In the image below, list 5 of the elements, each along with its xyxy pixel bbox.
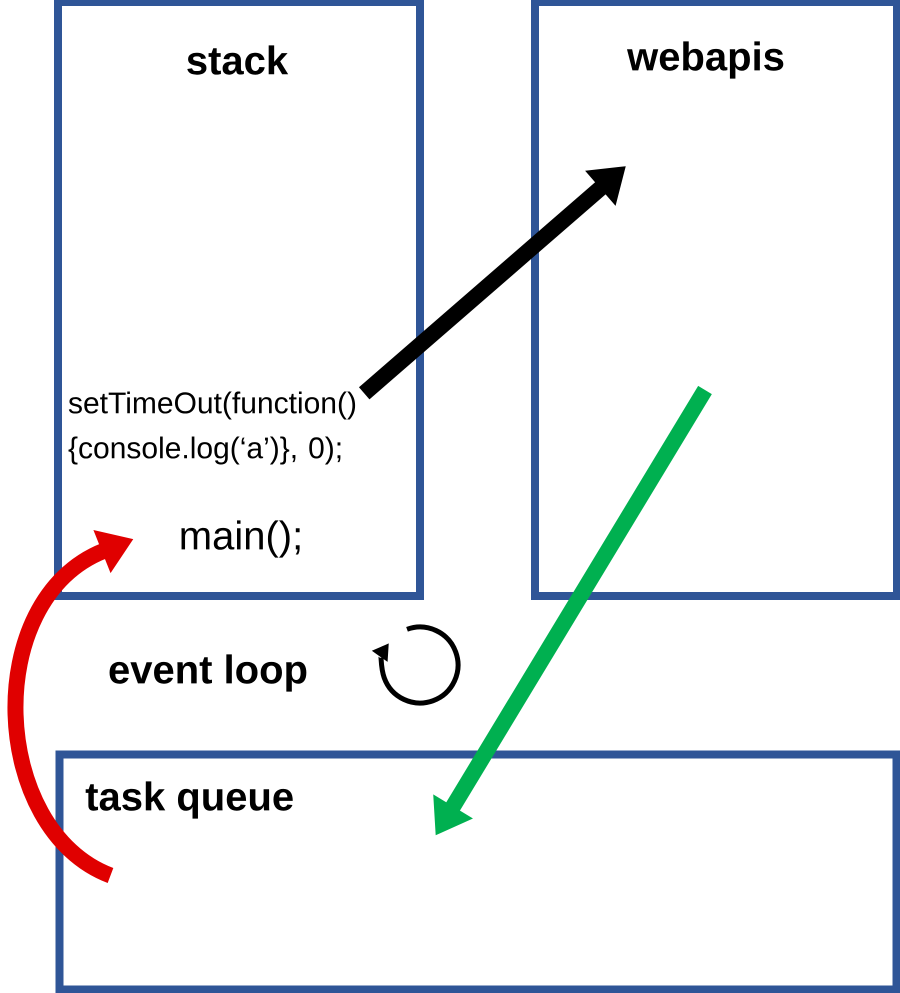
label-text: event loop [110, 654, 306, 692]
function-call-text: main(); [181, 520, 300, 558]
code-text: setTimeOut(function() {console.log(‘a’)}, 0); [68, 392, 356, 464]
panel-box: task queue [56, 750, 900, 993]
panel-box: webapis [531, 0, 900, 600]
